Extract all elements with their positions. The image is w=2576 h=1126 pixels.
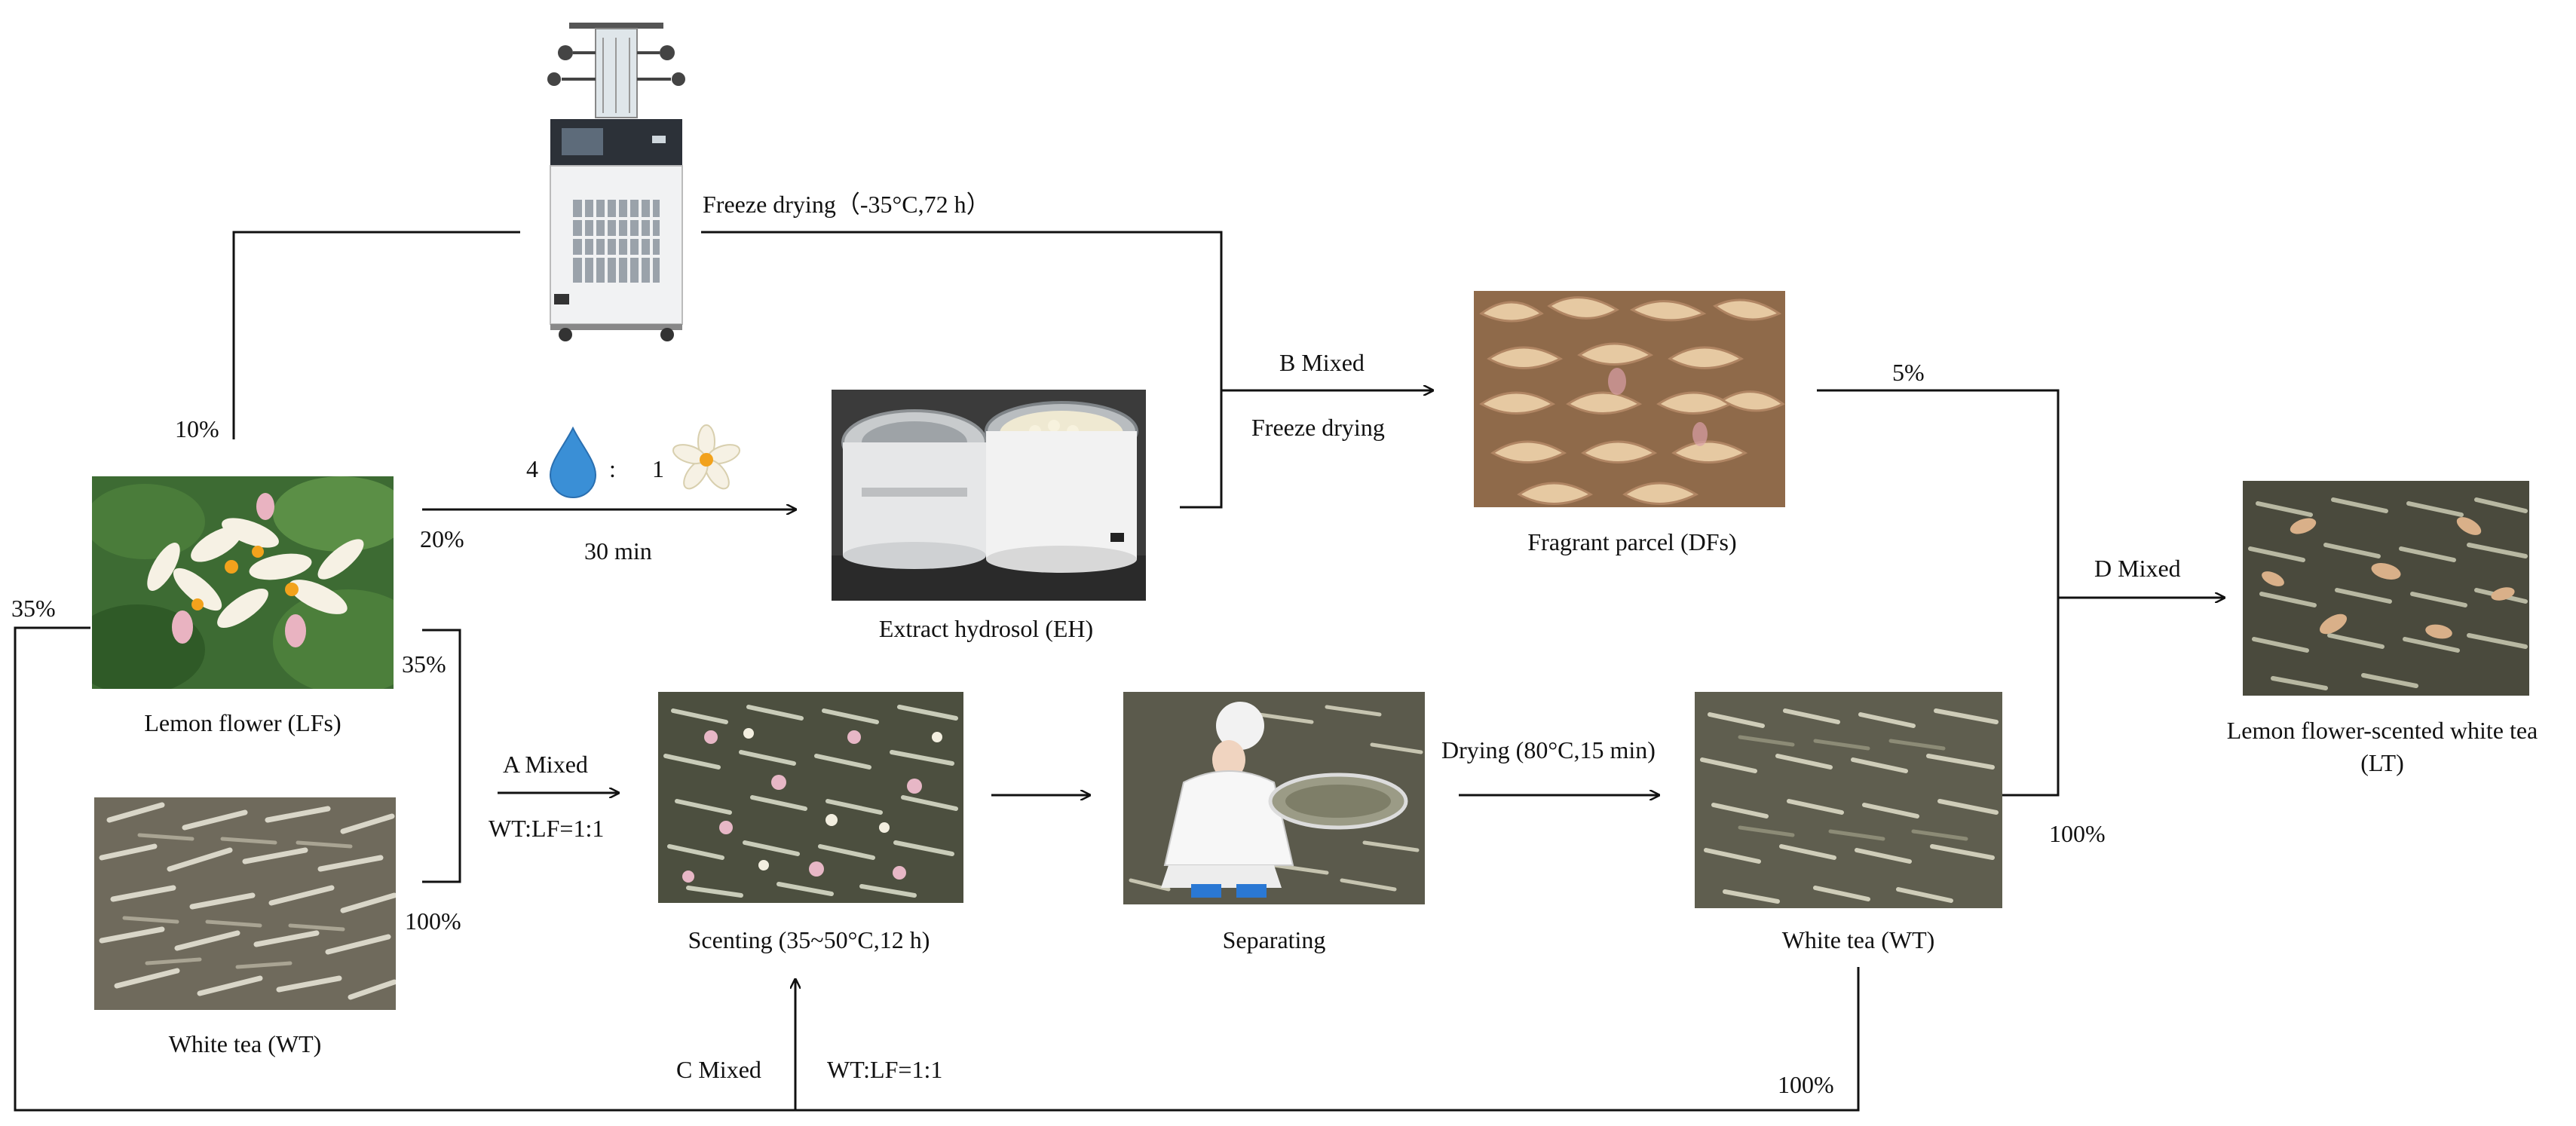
pct-to-a-mixed: 35%: [402, 650, 446, 678]
fragrant-parcel-caption: Fragrant parcel (DFs): [1527, 528, 1737, 555]
ratio-water-num: 4: [526, 455, 538, 482]
b-mixed-label: B Mixed: [1279, 349, 1365, 376]
scenting-mix-photo-icon: [658, 692, 963, 903]
a-ratio-label: WT:LF=1:1: [489, 815, 605, 842]
edge-hydrosol-to-b: [1180, 390, 1223, 509]
final-product-caption-line2: (LT): [2360, 749, 2404, 776]
hydrosol-extractor-photo-icon: [832, 390, 1146, 601]
fragrant-parcel-image: [1474, 291, 1785, 507]
pct-to-freeze: 10%: [175, 415, 219, 442]
scented-tea-photo-icon: [2243, 481, 2529, 696]
scenting-caption: Scenting (35~50°C,12 h): [688, 926, 930, 953]
wt-to-d-pct: 100%: [2049, 820, 2106, 847]
edge-lf-to-freeze: [232, 231, 520, 439]
hydrosol-time: 30 min: [584, 537, 652, 565]
white-tea-dried-image: [1695, 692, 2002, 908]
extract-hydrosol-image: [832, 390, 1146, 601]
a-mixed-label: A Mixed: [503, 751, 588, 778]
edge-freeze-to-b: [701, 231, 1223, 390]
pct-to-hydrosol: 20%: [420, 525, 464, 552]
extract-hydrosol-caption: Extract hydrosol (EH): [878, 615, 1094, 642]
edge-wt-to-d: [2002, 598, 2060, 797]
freeze-dryer-image: [531, 8, 701, 343]
d-mixed-label: D Mixed: [2094, 555, 2181, 582]
lemon-flower-image: [92, 476, 394, 689]
white-tea-photo-icon: [94, 797, 396, 1010]
edge-parcel-to-d: [1817, 389, 2060, 598]
freeze-drying-label: Freeze drying（-35°C,72 h）: [703, 191, 991, 218]
white-tea-dried-caption: White tea (WT): [1781, 926, 1935, 953]
edge-c-loop: [14, 626, 1860, 1112]
scenting-image: [658, 692, 963, 903]
separating-caption: Separating: [1222, 926, 1326, 953]
pct-white-tea: 100%: [405, 907, 461, 935]
ratio-flower-num: 1: [652, 455, 664, 482]
separating-image: [1123, 692, 1425, 904]
freeze-dryer-icon: [531, 8, 701, 343]
lemon-flower-photo-icon: [92, 476, 394, 689]
c-ratio-label: WT:LF=1:1: [827, 1056, 943, 1083]
worker-sieving-photo-icon: [1123, 692, 1425, 904]
edge-lf-wt-bracket: [422, 629, 461, 883]
pct-loop-left: 35%: [11, 595, 56, 622]
final-product-image: [2243, 481, 2529, 696]
parcel-pct: 5%: [1892, 359, 1925, 386]
c-mixed-label: C Mixed: [676, 1056, 761, 1083]
final-product-caption-line1: Lemon flower-scented white tea: [2226, 717, 2538, 744]
ratio-colon: :: [609, 455, 616, 482]
b-freeze-label: Freeze drying: [1251, 414, 1385, 441]
lemon-flower-caption: Lemon flower (LFs): [144, 709, 342, 736]
white-tea-raw-image: [94, 797, 396, 1010]
dried-petals-photo-icon: [1474, 291, 1785, 507]
drying-label: Drying (80°C,15 min): [1441, 736, 1656, 763]
white-tea-photo-icon: [1695, 692, 2002, 908]
c-pct-label: 100%: [1778, 1071, 1834, 1098]
white-tea-raw-caption: White tea (WT): [168, 1030, 322, 1057]
